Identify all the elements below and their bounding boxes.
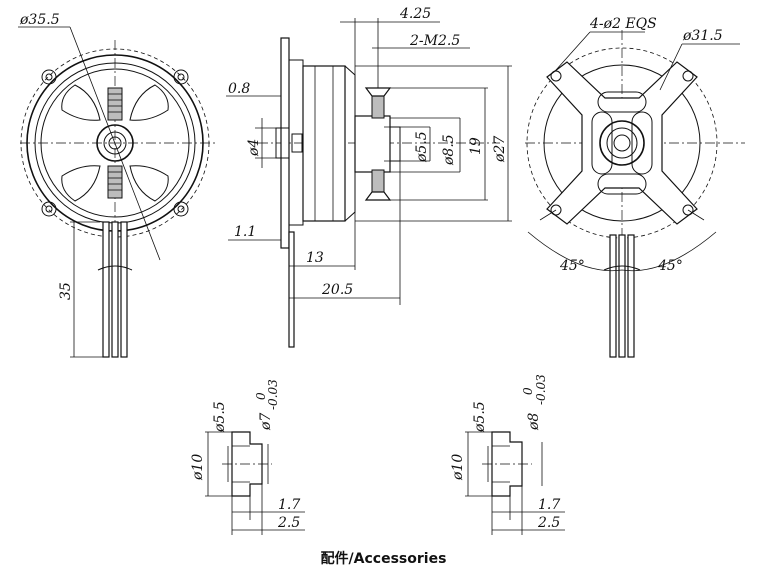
acc1-tol-lower: -0.03 (266, 379, 280, 410)
rear-view: 4-ø2 EQS ø31.5 45° 45° (525, 16, 745, 358)
accessory-1: ø5.5 ø7 0 -0.03 ø10 1.7 2.5 (190, 379, 305, 535)
dim-13: 13 (306, 250, 324, 266)
acc2-w1: 1.7 (538, 497, 560, 513)
holes-label: 4-ø2 EQS (589, 16, 657, 32)
side-view: 4.25 2-M2.5 0.8 ø4 1.1 13 20.5 ø5.5 ø8.5… (226, 6, 512, 348)
acc2-outer: ø8 (526, 413, 542, 431)
acc1-outer: ø7 (258, 413, 274, 431)
dim-body-27: ø27 (492, 136, 508, 163)
front-diameter-label: ø35.5 (19, 12, 60, 28)
lead-length-label: 35 (58, 282, 74, 300)
front-mount-lugs (41, 69, 189, 217)
dim-shaft: ø4 (246, 139, 262, 157)
front-view: ø35.5 35 (18, 12, 215, 358)
dim-4-25: 4.25 (399, 6, 431, 22)
accessory-2: ø5.5 ø8 0 -0.03 ø10 1.7 2.5 (450, 374, 565, 535)
acc2-flange: ø10 (450, 454, 466, 481)
dim-19: 19 (468, 137, 484, 155)
pcd-label: ø31.5 (682, 28, 723, 44)
acc2-tol-upper: 0 (521, 387, 535, 395)
acc2-inner: ø5.5 (472, 401, 488, 433)
dim-flange: 1.1 (234, 224, 256, 240)
acc1-flange: ø10 (190, 454, 206, 481)
acc2-w2: 2.5 (537, 515, 560, 531)
dim-inner-5-5: ø5.5 (414, 131, 430, 163)
angle-left-label: 45° (559, 258, 585, 274)
acc1-tol-upper: 0 (254, 392, 268, 400)
acc1-inner: ø5.5 (212, 401, 228, 433)
angle-right-label: 45° (657, 258, 683, 274)
accessories-caption: 配件/Accessories (320, 551, 447, 567)
dim-20-5: 20.5 (321, 282, 353, 298)
dim-inner-8-5: ø8.5 (441, 134, 457, 166)
acc1-w1: 1.7 (278, 497, 300, 513)
rear-mount-holes (550, 70, 694, 216)
acc1-w2: 2.5 (277, 515, 300, 531)
dim-plate: 0.8 (228, 81, 250, 97)
acc2-tol-lower: -0.03 (534, 374, 548, 405)
dim-thread: 2-M2.5 (409, 33, 460, 49)
